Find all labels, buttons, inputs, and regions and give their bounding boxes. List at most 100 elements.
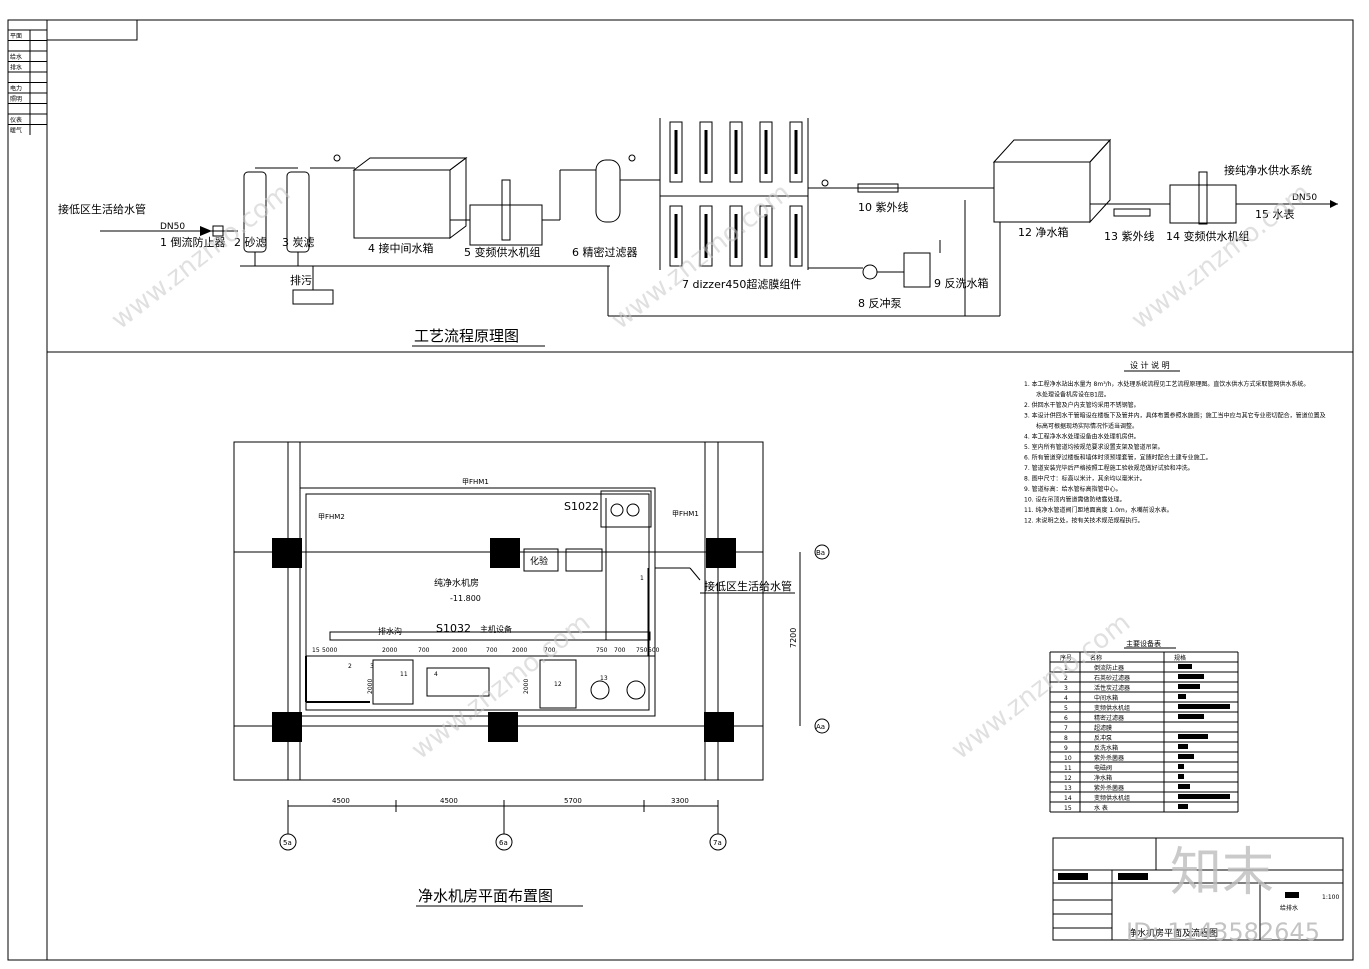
axis-bubble bbox=[814, 544, 830, 560]
label-10: 10 紫外线 bbox=[858, 200, 909, 214]
note-line: 9. 管道标高：给水管标高指管中心。 bbox=[1024, 485, 1122, 493]
strip-label: 电力 bbox=[10, 85, 22, 93]
equipment-number: 11 bbox=[400, 671, 408, 678]
axis-label: 7a bbox=[713, 839, 722, 847]
table-title: 主要设备表 bbox=[1126, 639, 1161, 648]
inner-dim: 700 bbox=[486, 647, 498, 654]
backwash-pump bbox=[862, 264, 878, 280]
spec-redacted bbox=[1178, 674, 1204, 679]
title-block: 1:100 给排水 净水机房平面及流程图 bbox=[1052, 837, 1344, 941]
table-cell: 倒流防止器 bbox=[1094, 664, 1124, 672]
spec-redacted bbox=[1178, 704, 1230, 709]
tank-4-plan bbox=[539, 659, 577, 709]
note-line: 11. 纯净水管道阀门距地面高度 1.0m，水嘴前设水表。 bbox=[1024, 506, 1173, 514]
label-3: 3 炭滤 bbox=[282, 236, 315, 249]
clean-water-tank bbox=[993, 161, 1091, 223]
door-label-2: 甲FHM2 bbox=[318, 513, 345, 521]
inner-dim: 15 bbox=[312, 647, 320, 654]
uf-module bbox=[789, 205, 803, 267]
table-cell: 11 bbox=[1064, 765, 1072, 772]
uf-module bbox=[759, 205, 773, 267]
inner-dim: 5000 bbox=[322, 647, 337, 654]
uf-module bbox=[789, 121, 803, 183]
spec-redacted bbox=[1178, 804, 1188, 809]
lab-room bbox=[523, 548, 559, 572]
table-cell: 13 bbox=[1064, 785, 1072, 792]
table-cell: 3 bbox=[1064, 685, 1068, 692]
uf-module bbox=[669, 121, 683, 183]
tank-12-plan bbox=[372, 659, 414, 705]
inner-dim: 2000 bbox=[382, 647, 397, 654]
axis-label: 5a bbox=[283, 839, 292, 847]
uf-module bbox=[699, 205, 713, 267]
process-title: 工艺流程原理图 bbox=[414, 327, 519, 345]
inner-dim: 750 bbox=[636, 647, 648, 654]
note-line: 5. 室内所有管道均按规范要求设置支架及管道吊架。 bbox=[1024, 443, 1164, 451]
spec-redacted bbox=[1178, 684, 1200, 689]
spec-redacted bbox=[1178, 754, 1194, 759]
pump-set-5 bbox=[469, 204, 543, 246]
sheet-title: 净水机房平面及流程图 bbox=[1128, 927, 1218, 939]
backflow-preventer-symbol bbox=[200, 225, 224, 237]
spec-redacted bbox=[1178, 784, 1190, 789]
table-cell: 变频供水机组 bbox=[1094, 794, 1130, 802]
uf-module bbox=[699, 121, 713, 183]
drawing-frame bbox=[46, 19, 1354, 961]
equipment-number: 13 bbox=[600, 675, 608, 682]
watermark-site: www.znzmo.com bbox=[1126, 178, 1316, 336]
uf-module bbox=[729, 205, 743, 267]
host-label: 主机设备 bbox=[480, 624, 512, 634]
label-2: 2 砂滤 bbox=[234, 236, 267, 249]
backwash-tank bbox=[903, 252, 931, 288]
room-wall bbox=[299, 487, 656, 717]
outer-frame bbox=[7, 19, 1354, 961]
inner-dim: 2000 bbox=[512, 647, 527, 654]
table-cell: 超滤膜 bbox=[1094, 724, 1112, 732]
label-1: 1 倒流防止器 bbox=[160, 235, 226, 249]
strip-label: 给水 bbox=[10, 53, 22, 61]
uf-module bbox=[669, 205, 683, 267]
spec-redacted bbox=[1178, 694, 1186, 699]
table-cell: 8 bbox=[1064, 735, 1068, 742]
process-flow: 接低区生活给水管 DN50 排污 bbox=[58, 118, 1338, 347]
axis-label: Ba bbox=[816, 549, 825, 557]
watermark-brand: 知末 bbox=[1170, 843, 1274, 903]
table-cell: 15 bbox=[1064, 805, 1072, 812]
table-cell: 1 bbox=[1064, 665, 1068, 672]
design-notes: 设 计 说 明 1. 本工程净水站出水量为 8m³/h，水处理系统流程见工艺流程… bbox=[1024, 360, 1326, 525]
strip-label: 暖气 bbox=[10, 127, 22, 135]
table-cell: 精密过滤器 bbox=[1094, 714, 1124, 722]
table-cell: 反洗水箱 bbox=[1094, 744, 1118, 752]
note-line: 6. 所有管道穿过楼板和墙体时须预埋套管，宜随时配合土建专业施工。 bbox=[1024, 454, 1212, 462]
table-cell: 紫外杀菌器 bbox=[1094, 784, 1124, 792]
note-line: 7. 管道安装完毕后严格按照工程施工验收规范做好试验和冲洗。 bbox=[1024, 464, 1194, 472]
table-cell: 7 bbox=[1064, 725, 1068, 732]
label-15: 15 水表 bbox=[1255, 207, 1295, 221]
inner-dim: 700 bbox=[614, 647, 626, 654]
label-9: 9 反洗水箱 bbox=[934, 276, 989, 290]
table-cell: 6 bbox=[1064, 715, 1068, 722]
s1032-label: S1032 bbox=[436, 622, 471, 635]
label-6: 6 精密过滤器 bbox=[572, 245, 638, 259]
spec-redacted bbox=[1178, 744, 1188, 749]
spec-redacted bbox=[1178, 764, 1184, 769]
table-cell: 紫外杀菌器 bbox=[1094, 754, 1124, 762]
side-dimension: 7200 bbox=[789, 628, 798, 648]
column bbox=[490, 538, 520, 568]
table-cell: 水 表 bbox=[1094, 804, 1108, 812]
label-14: 14 变频供水机组 bbox=[1166, 229, 1250, 243]
strip-label: 照明 bbox=[10, 96, 22, 103]
spec-redacted bbox=[1178, 794, 1230, 799]
axis-label: 6a bbox=[499, 839, 508, 847]
bottom-dim: 5700 bbox=[564, 797, 582, 805]
strip-label: 平面 bbox=[10, 33, 22, 40]
equipment-number: 2 bbox=[348, 663, 352, 670]
inner-dim: 2000 bbox=[452, 647, 467, 654]
door-label-3: 甲FHM1 bbox=[672, 510, 699, 518]
table-cell: 4 bbox=[1064, 695, 1068, 702]
bottom-dim: 4500 bbox=[332, 797, 350, 805]
table-cell: 9 bbox=[1064, 745, 1068, 752]
uf-module bbox=[729, 121, 743, 183]
